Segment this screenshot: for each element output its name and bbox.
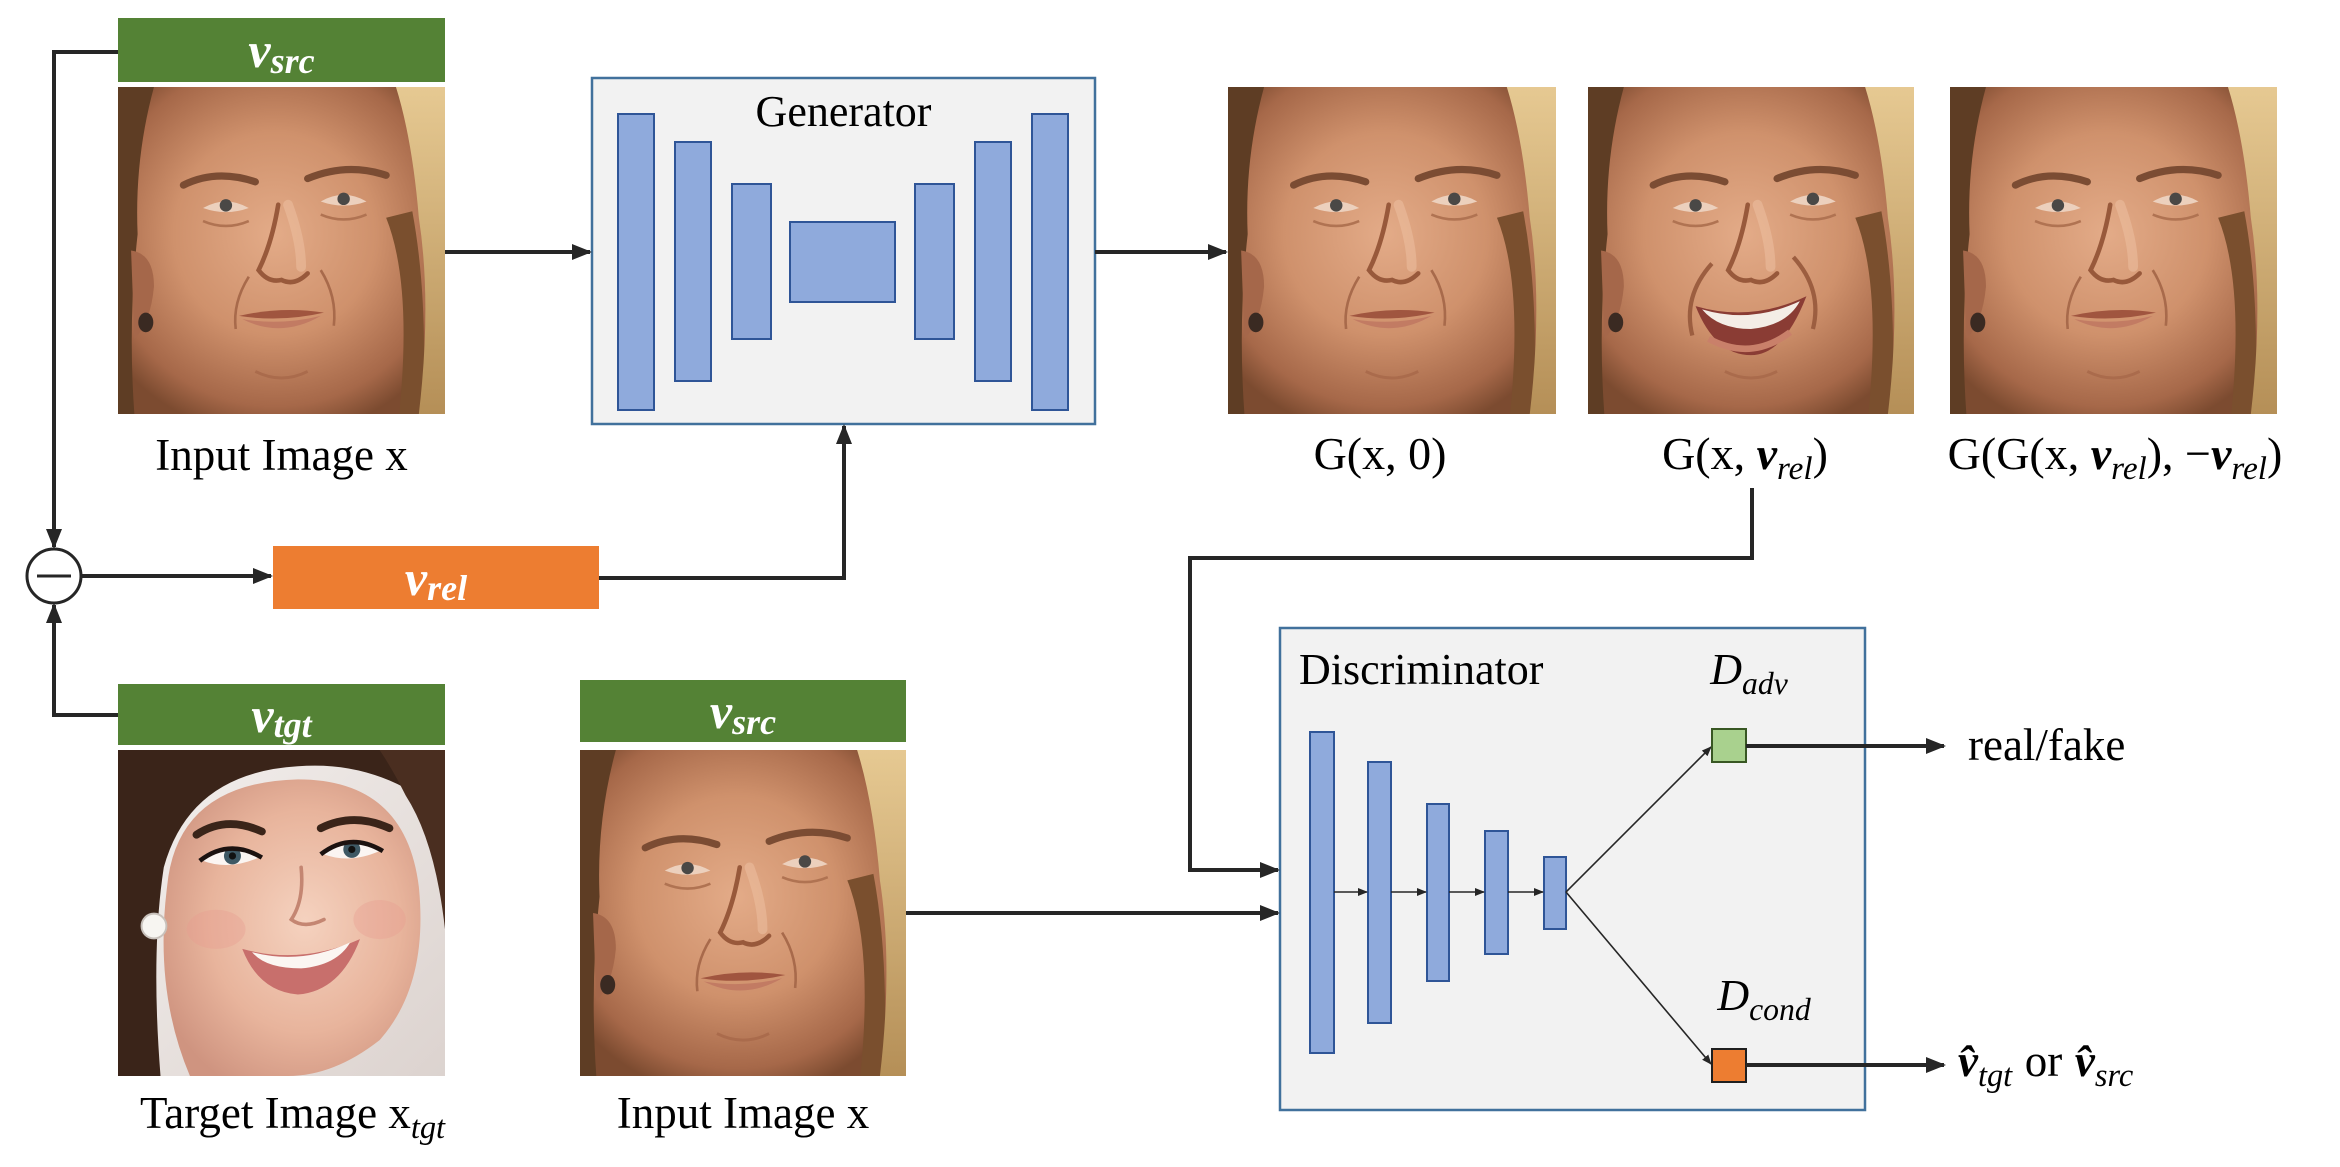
v-src-symbol: v [709,683,733,739]
caption-edited-prefix: G(x, [1662,428,1757,479]
generator-encoder-layer-3 [731,183,772,340]
v-src-symbol: v [248,22,271,78]
arrow-vtgt-to-minus [46,603,118,717]
arrow-vsrc-to-minus [46,50,118,549]
estimate-joiner: or [2024,1036,2063,1086]
discriminator-box [1278,626,1867,1112]
generator-encoder-layer-1 [617,113,655,411]
v-tgt-symbol: v [251,686,274,743]
caption-edited-symbol: v [1756,428,1778,479]
v-rel-subscript: rel [427,568,468,609]
d-cond-subscript: cond [1749,991,1811,1027]
arrow-edited-to-discriminator [1188,488,1754,878]
d-adv-label: Dadv [1669,644,1829,701]
generator-title: Generator [755,87,932,136]
caption-edited-subscript: rel [1777,449,1813,487]
caption-cycle-prefix: G(G(x, [1947,428,2091,479]
output-image-cycle [1950,87,2277,414]
caption-cycle-subscript: rel [2111,449,2147,487]
v-tgt-subscript: tgt [273,705,312,746]
generator-bottleneck [789,221,896,303]
discriminator-title: Discriminator [1299,645,1544,694]
caption-cycle-subscript-2: rel [2231,449,2267,487]
discriminator-layer-1 [1309,731,1335,1054]
discriminator-layer-3 [1426,803,1450,982]
generator-decoder-layer-2 [974,141,1012,382]
v-src-subscript: src [732,701,777,742]
estimate-src-symbol: v̂ [2074,1036,2095,1086]
d-cond-label: Dcond [1674,970,1854,1027]
v-src-subscript: src [270,40,315,81]
arrow-to-cond-head [1565,891,1712,1065]
estimate-tgt-symbol: v̂ [1958,1036,1978,1086]
discriminator-layer-2 [1367,761,1392,1024]
caption-input-bottom: Input Image x [616,1088,870,1138]
output-image-edited [1588,87,1914,414]
estimate-src-subscript: src [2094,1057,2134,1094]
caption-output-identity: G(x, 0) [1313,428,1447,479]
caption-edited-suffix: ) [1812,428,1828,479]
caption-cycle-suffix: ) [2266,428,2283,479]
caption-cycle-symbol: v [2090,428,2112,479]
d-cond-symbol: D [1717,971,1750,1020]
caption-cycle-symbol-2: v [2211,428,2232,479]
d-adv-subscript: adv [1742,665,1788,701]
adv-head [1711,728,1747,763]
caption-target-text: Target Image x [139,1088,411,1138]
arrow-vrel-to-generator [599,424,852,580]
cond-head [1711,1048,1747,1083]
arrow-to-adv-head [1565,746,1712,893]
estimate-tgt-subscript: tgt [1977,1057,2013,1094]
target-image [118,750,445,1076]
caption-target: Target Image xtgt [70,1086,515,1146]
generator-decoder-layer-3 [1031,113,1069,411]
input-image-bottom [580,750,906,1076]
output-real-fake: real/fake [1968,720,2126,770]
caption-cycle-middle: ), − [2146,428,2211,479]
discriminator-layer-4 [1484,830,1509,955]
caption-output-edited: G(x, vrel) [1575,426,1915,487]
caption-input-top: Input Image x [155,430,408,480]
discriminator-layer-5 [1543,856,1567,930]
output-image-identity [1228,87,1556,414]
d-adv-symbol: D [1710,645,1743,694]
caption-target-subscript: tgt [410,1109,446,1146]
generator-decoder-layer-1 [914,183,955,340]
caption-output-cycle: G(G(x, vrel), −vrel) [1895,426,2335,487]
input-image-top [118,87,445,414]
v-rel-symbol: v [404,549,428,606]
generator-encoder-layer-2 [674,141,712,382]
